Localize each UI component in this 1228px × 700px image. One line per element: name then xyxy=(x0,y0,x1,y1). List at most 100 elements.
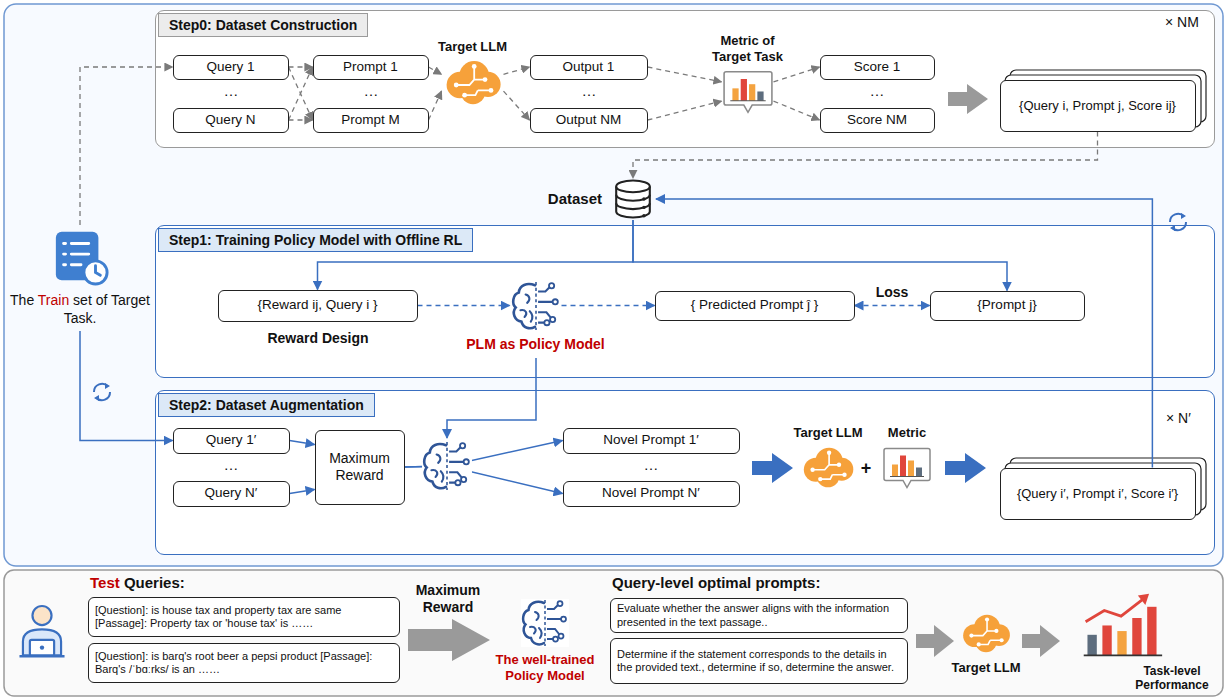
icon-label: Target LLM xyxy=(793,425,862,441)
ellipsis: … xyxy=(870,82,885,100)
prompt-box: Prompt 1 xyxy=(313,55,429,80)
step-panel-ground xyxy=(155,225,1215,378)
optimal-prompt-box: Determine if the statement corresponds t… xyxy=(610,638,908,684)
block-arrow xyxy=(408,619,490,661)
reward-query-box: {Reward ij, Query i } xyxy=(218,290,418,322)
connector-arrow xyxy=(504,67,530,74)
block-arrow xyxy=(948,84,988,114)
icon-caption: Dataset xyxy=(548,190,602,208)
llm-icon xyxy=(804,448,854,488)
box-text: {Reward ij, Query i } xyxy=(257,297,377,313)
connector-arrow xyxy=(562,305,655,307)
novel-prompt-box: Novel Prompt N′ xyxy=(563,481,740,507)
block-arrow xyxy=(752,453,793,483)
multiplicity-note: × N′ xyxy=(1166,410,1191,427)
policy-model-node: PLM as Policy Model xyxy=(510,280,562,332)
brain-icon xyxy=(422,441,472,491)
icon-label: Task-level Performance xyxy=(1130,664,1214,693)
connector-arrow xyxy=(774,67,820,82)
train-set-icon xyxy=(56,232,107,284)
box-text: Determine if the statement corresponds t… xyxy=(617,648,901,674)
performance-chart-icon xyxy=(1084,594,1162,656)
box-text: Query 1′ xyxy=(206,432,257,448)
block-arrow xyxy=(916,625,954,657)
step-title: Step0: Dataset Construction xyxy=(158,13,368,37)
score-box: Score 1 xyxy=(820,55,935,80)
box-text: Novel Prompt 1′ xyxy=(603,432,699,448)
connector-arrow xyxy=(289,66,313,67)
connector-arrow xyxy=(429,67,442,74)
outer-panel xyxy=(4,4,1223,566)
step-panel-ground xyxy=(155,10,1215,148)
box-text: Query N xyxy=(205,112,255,128)
arrow-label: Maximum Reward xyxy=(408,582,488,616)
block-arrow xyxy=(945,453,986,483)
ellipsis: … xyxy=(224,456,239,474)
test-query-box: [Question]: is house tax and property ta… xyxy=(88,597,400,637)
block-arrow xyxy=(1022,625,1060,657)
output-box: Output NM xyxy=(530,108,648,133)
step-panel: Step2: Dataset AugmentationQuery 1′Query… xyxy=(155,390,1215,555)
record-card: {Query i′, Prompt i′, Score i′} xyxy=(1000,468,1196,520)
box-text: Query 1 xyxy=(206,59,254,75)
connector-arrow xyxy=(418,305,510,307)
icon-caption: Target LLM xyxy=(438,39,507,55)
brain-icon xyxy=(511,281,561,331)
edge-label: Loss xyxy=(876,284,909,301)
multiplicity-note: × NM xyxy=(1165,14,1199,31)
step-panel: Step0: Dataset ConstructionQuery 1 Query … xyxy=(155,10,1215,148)
score-box: Score NM xyxy=(820,108,935,133)
connector-arrow xyxy=(80,331,173,441)
icon-caption: PLM as Policy Model xyxy=(466,336,604,353)
section-heading: Query-level optimal prompts: xyxy=(612,574,820,592)
metric-icon xyxy=(884,449,930,488)
connector-arrow xyxy=(648,101,722,120)
box-text: Prompt 1 xyxy=(343,59,398,75)
output-box: Output 1 xyxy=(530,55,648,80)
box-text: Novel Prompt N′ xyxy=(602,485,700,501)
connector-arrow xyxy=(855,305,930,307)
connector-arrow xyxy=(633,132,1098,179)
plus-sign: + xyxy=(861,458,872,480)
loop-icon xyxy=(94,383,110,401)
icon-label: Metric xyxy=(888,425,926,441)
box-text: [Question]: is barq's root beer a pepsi … xyxy=(95,650,393,676)
query-box: Query 1′ xyxy=(173,428,290,454)
metric-icon xyxy=(724,72,772,113)
metric-node: Metric of Target Task xyxy=(722,68,774,116)
prompt-box: Prompt M xyxy=(313,108,429,133)
prompt-box: {Prompt j} xyxy=(930,291,1085,321)
ellipsis: … xyxy=(224,82,239,100)
step-panel-ground xyxy=(155,390,1215,555)
database-icon xyxy=(616,181,650,218)
test-query-box: [Question]: is barq's root beer a pepsi … xyxy=(88,643,400,683)
box-text: Prompt M xyxy=(341,112,400,128)
ellipsis: … xyxy=(644,456,659,474)
connector-arrow xyxy=(290,490,315,494)
query-box: Query N xyxy=(173,108,289,133)
box-text: {Prompt j} xyxy=(977,297,1036,313)
step-title: Step1: Training Policy Model with Offlin… xyxy=(158,228,473,252)
connector-arrow xyxy=(80,67,173,225)
connector-arrow xyxy=(504,91,530,120)
box-text: Output NM xyxy=(556,112,621,128)
box-text: Output 1 xyxy=(563,59,615,75)
box-text: {Query i′, Prompt i′, Score i′} xyxy=(1017,486,1178,502)
test-panel xyxy=(4,570,1223,696)
policy-link xyxy=(447,358,536,438)
connector-arrow xyxy=(290,441,315,445)
box-text: Evaluate whether the answer aligns with … xyxy=(617,602,901,628)
box-text: Score NM xyxy=(847,112,907,128)
connector-arrow xyxy=(648,67,722,82)
loop-icon xyxy=(1170,213,1186,231)
step-panel: Step1: Training Policy Model with Offlin… xyxy=(155,225,1215,378)
query-box: Query N′ xyxy=(173,481,290,507)
connector-arrow xyxy=(429,91,442,120)
novel-prompt-box: Novel Prompt 1′ xyxy=(563,428,740,454)
box-text: The Train set of Target Task. xyxy=(10,292,150,327)
train-set: The Train set of Target Task. xyxy=(10,225,150,331)
icon-label: Target LLM xyxy=(951,660,1020,676)
box-text: Score 1 xyxy=(854,59,901,75)
optimal-prompt-box: Evaluate whether the answer aligns with … xyxy=(610,598,908,633)
step-label: Reward Design xyxy=(267,330,368,347)
